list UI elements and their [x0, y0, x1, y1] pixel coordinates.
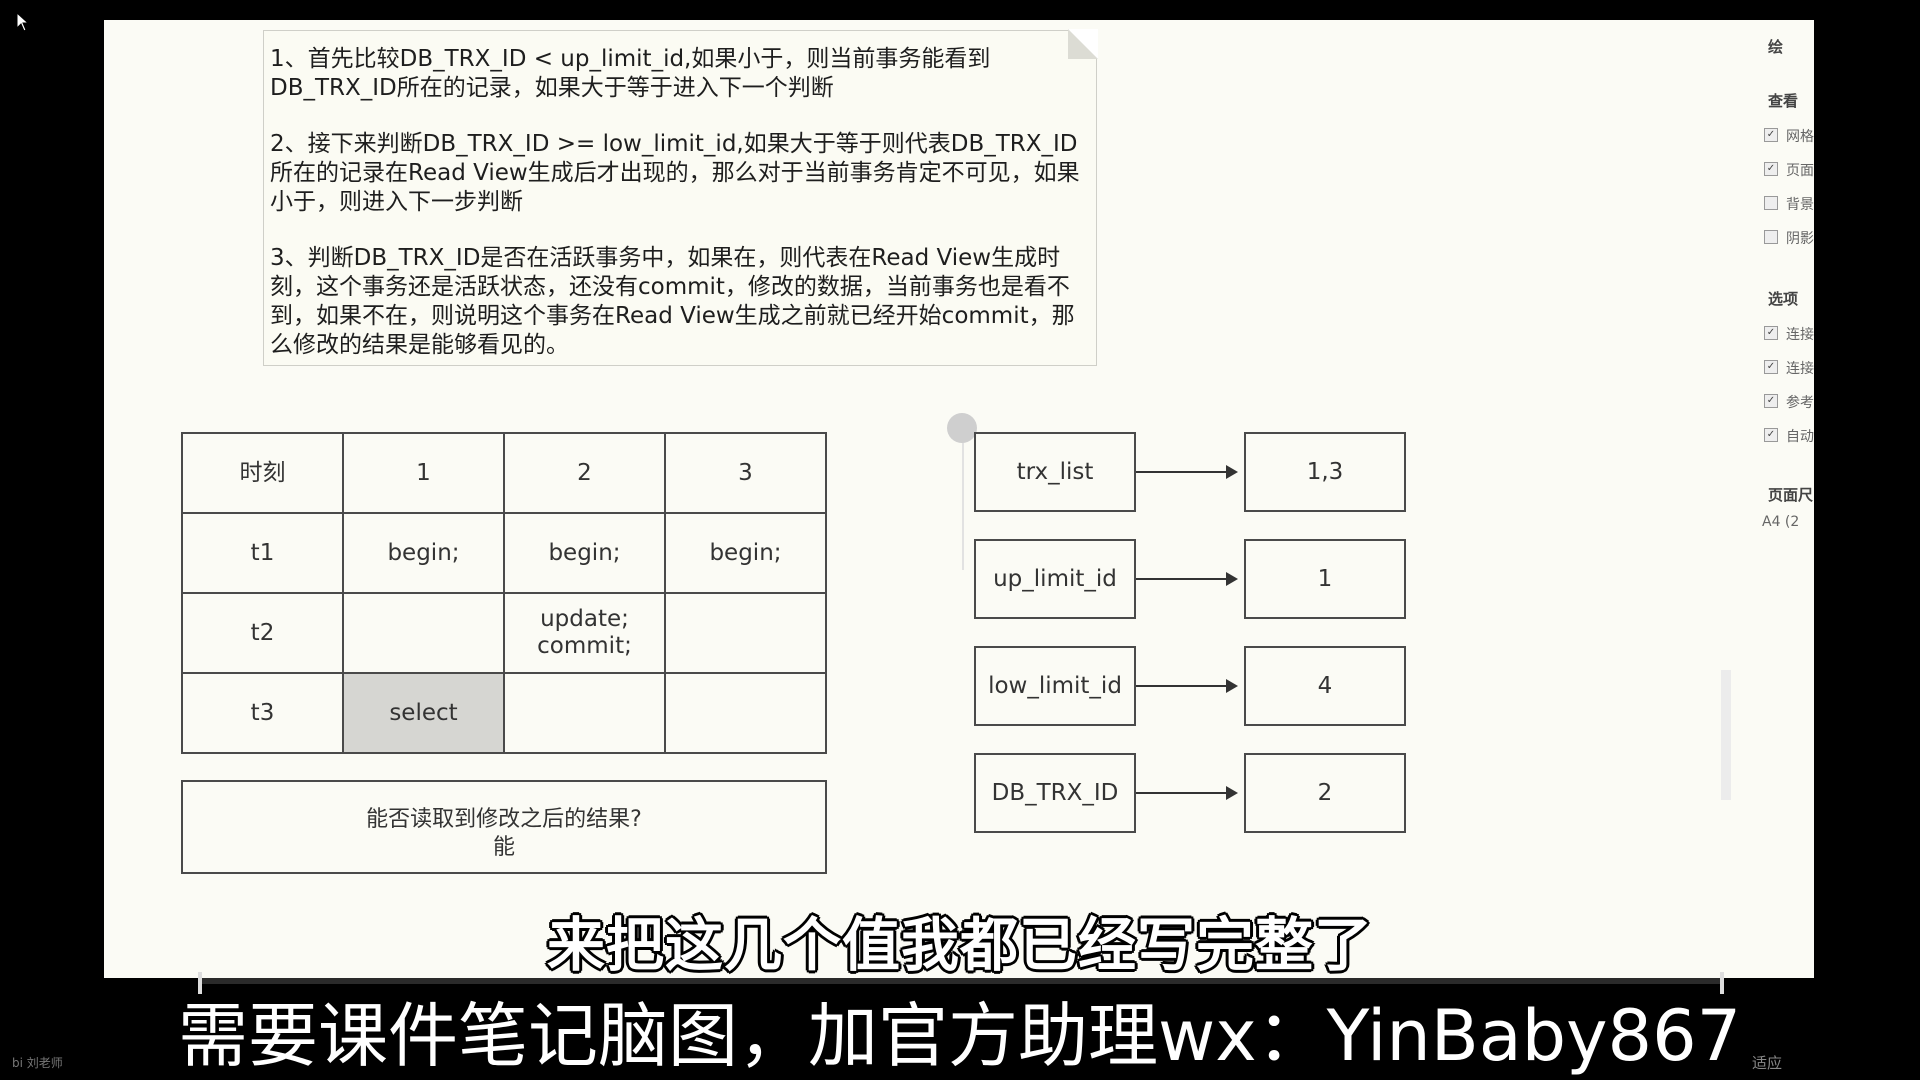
header-cell: 2	[503, 432, 666, 514]
checkbox-option-3[interactable]: ✓	[1764, 394, 1778, 408]
result-box[interactable]: 能否读取到修改之后的结果? 能	[181, 780, 827, 874]
table-cell: update; commit;	[503, 592, 666, 674]
arrow-icon	[1136, 786, 1238, 800]
note-fold-corner	[1068, 29, 1098, 59]
panel-title: 绘	[1768, 38, 1784, 56]
result-question: 能否读取到修改之后的结果?	[366, 807, 642, 832]
checkbox-label: 网格	[1786, 129, 1814, 145]
readview-key-db-trx-id[interactable]: DB_TRX_ID	[974, 753, 1136, 833]
note-paragraph-3: 3、判断DB_TRX_ID是否在活跃事务中，如果在，则代表在Read View生…	[270, 245, 1075, 358]
table-cell: begin;	[664, 512, 827, 594]
checkbox-label: 页面	[1786, 163, 1814, 179]
progress-handle-left	[198, 972, 202, 994]
checkbox-option-4[interactable]: ✓	[1764, 428, 1778, 442]
scrollbar[interactable]	[1721, 670, 1731, 800]
checkbox-background[interactable]	[1764, 196, 1778, 210]
arrow-icon	[1136, 572, 1238, 586]
readview-value-low-limit-id[interactable]: 4	[1244, 646, 1406, 726]
status-left-text: bi 刘老师	[12, 1056, 63, 1070]
options-section-header: 选项	[1768, 290, 1799, 308]
table-cell	[342, 592, 505, 674]
page-size-header: 页面尺	[1768, 486, 1814, 504]
checkbox-page[interactable]: ✓	[1764, 162, 1778, 176]
checkbox-option-2[interactable]: ✓	[1764, 360, 1778, 374]
time-cell: t1	[181, 512, 344, 594]
note-paragraph-2: 2、接下来判断DB_TRX_ID >= low_limit_id,如果大于等于则…	[270, 131, 1080, 215]
table-row: t2 update; commit;	[181, 592, 827, 674]
note-paragraph-1: 1、首先比较DB_TRX_ID < up_limit_id,如果小于，则当前事务…	[270, 46, 991, 101]
highlighted-select-cell[interactable]: select	[342, 672, 505, 754]
readview-value-up-limit-id[interactable]: 1	[1244, 539, 1406, 619]
checkbox-label: 连接	[1786, 327, 1814, 343]
table-cell	[664, 592, 827, 674]
header-cell: 1	[342, 432, 505, 514]
result-answer: 能	[492, 835, 515, 860]
time-cell: t2	[181, 592, 344, 674]
readview-value-db-trx-id[interactable]: 2	[1244, 753, 1406, 833]
progress-handle-right	[1720, 972, 1724, 994]
header-cell: 3	[664, 432, 827, 514]
note-box[interactable]: 1、首先比较DB_TRX_ID < up_limit_id,如果小于，则当前事务…	[263, 29, 1098, 366]
readview-key-up-limit-id[interactable]: up_limit_id	[974, 539, 1136, 619]
view-section-header: 查看	[1768, 92, 1799, 110]
checkbox-label: 连接	[1786, 361, 1814, 377]
video-subtitle: 来把这几个值我都已经写完整了	[546, 911, 1373, 979]
arrow-icon	[1136, 679, 1238, 693]
checkbox-shadow[interactable]	[1764, 230, 1778, 244]
checkbox-option-1[interactable]: ✓	[1764, 326, 1778, 340]
readview-key-trx-list[interactable]: trx_list	[974, 432, 1136, 512]
readview-value-trx-list[interactable]: 1,3	[1244, 432, 1406, 512]
connection-handle[interactable]	[947, 413, 977, 443]
table-cell	[664, 672, 827, 754]
table-row: 时刻 1 2 3	[181, 432, 827, 514]
table-row: t3 select	[181, 672, 827, 754]
checkbox-label: 自动	[1786, 429, 1814, 445]
time-cell: t3	[181, 672, 344, 754]
promo-banner: 需要课件笔记脑图，加官方助理wx：YinBaby867	[170, 994, 1750, 1078]
header-cell: 时刻	[181, 432, 344, 514]
table-cell: begin;	[342, 512, 505, 594]
timeline-table[interactable]: 时刻 1 2 3 t1 begin; begin; begin; t2 upda…	[181, 432, 827, 754]
checkbox-label: 参考	[1786, 395, 1814, 411]
status-right-text: 适应	[1752, 1054, 1783, 1072]
toolbar-faded-art	[1564, 62, 1764, 112]
mouse-cursor-icon	[16, 11, 30, 36]
alignment-guide	[962, 430, 964, 570]
table-row: t1 begin; begin; begin;	[181, 512, 827, 594]
table-cell	[503, 672, 666, 754]
progress-bar[interactable]	[198, 978, 1724, 984]
arrow-icon	[1136, 465, 1238, 479]
table-cell: begin;	[503, 512, 666, 594]
checkbox-label: 背景	[1786, 197, 1814, 213]
checkbox-grid[interactable]: ✓	[1764, 128, 1778, 142]
format-panel: 绘 查看 ✓ 网格 ✓ 页面 背景 阴影 选项 ✓ 连接 ✓ 连接 ✓ 参考 ✓…	[1754, 20, 1814, 978]
page-size-select[interactable]: A4 (2	[1762, 514, 1800, 530]
checkbox-label: 阴影	[1786, 231, 1814, 247]
readview-key-low-limit-id[interactable]: low_limit_id	[974, 646, 1136, 726]
drawing-canvas[interactable]: 1、首先比较DB_TRX_ID < up_limit_id,如果小于，则当前事务…	[104, 20, 1814, 978]
